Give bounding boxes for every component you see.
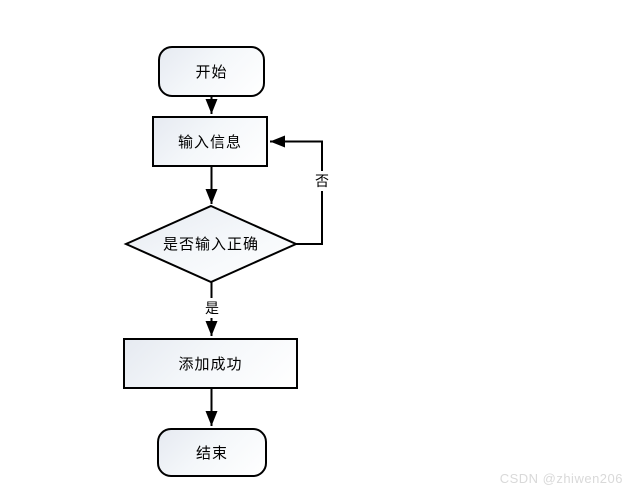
node-decision-diamond [123, 204, 299, 284]
node-start-label: 开始 [195, 64, 228, 81]
node-success-label: 添加成功 [178, 356, 243, 373]
node-input-label: 输入信息 [177, 134, 242, 151]
watermark: CSDN @zhiwen206 [499, 471, 623, 486]
edge-label-no: 否 [314, 171, 330, 191]
edge-label-yes: 是 [204, 298, 220, 318]
edge-decision-no-loop [270, 135, 323, 245]
node-end-label: 结束 [195, 445, 228, 462]
node-success: 添加成功 [123, 338, 298, 389]
node-input: 输入信息 [152, 116, 268, 167]
node-start: 开始 [158, 46, 265, 97]
node-decision-label: 是否输入正确 [162, 236, 259, 253]
node-end: 结束 [157, 428, 267, 477]
